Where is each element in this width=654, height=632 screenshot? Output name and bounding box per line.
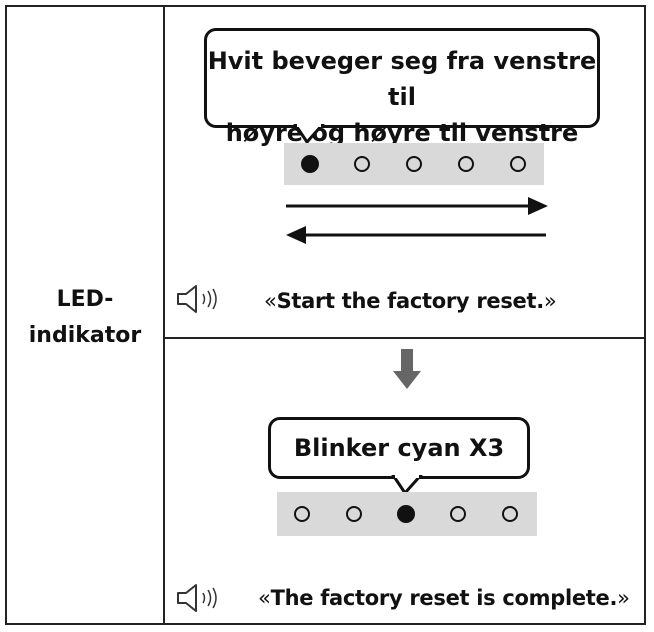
- step2-voice-prompt: «The factory reset is complete.»: [258, 586, 630, 610]
- quote-open: «: [264, 289, 277, 313]
- step2-voice-text: The factory reset is complete.: [270, 586, 618, 610]
- led-off: [502, 506, 518, 522]
- arrow-left-icon: [286, 226, 546, 244]
- table-frame: [5, 5, 646, 625]
- arrow-right-icon: [286, 197, 548, 215]
- arrow-down-icon: [393, 349, 421, 389]
- step2-bubble-tail: [391, 475, 423, 495]
- led-off: [510, 156, 526, 172]
- step1-bubble-tail: [293, 124, 325, 144]
- row-divider: [163, 337, 646, 339]
- led-off: [450, 506, 466, 522]
- left-right-arrows: [286, 197, 548, 244]
- step1-voice-prompt: «Start the factory reset.»: [264, 289, 557, 313]
- step1-speech-bubble: Hvit beveger seg fra venstre til høyre o…: [204, 28, 600, 147]
- step1-bubble-line-1: Hvit beveger seg fra venstre til: [207, 47, 597, 111]
- quote-close: »: [543, 289, 557, 313]
- led-off: [354, 156, 370, 172]
- speaker-sound-icon: [177, 285, 217, 313]
- led-lit: [301, 155, 319, 173]
- step1-bubble-line-2: høyre og høyre til venstre: [225, 119, 579, 147]
- led-off: [458, 156, 474, 172]
- step1-voice-text: Start the factory reset.: [276, 289, 545, 313]
- step2-bubble-text: Blinker cyan X3: [293, 434, 505, 462]
- step2-speech-bubble: Blinker cyan X3: [268, 417, 530, 479]
- row-label-line-1: LED-: [56, 287, 114, 312]
- row-label-line-2: indikator: [28, 323, 142, 348]
- led-off: [346, 506, 362, 522]
- led-off: [406, 156, 422, 172]
- led-off: [294, 506, 310, 522]
- led-lit: [397, 505, 415, 523]
- quote-open: «: [258, 586, 271, 610]
- column-divider: [163, 5, 165, 625]
- quote-close: »: [617, 586, 630, 610]
- speaker-sound-icon: [177, 584, 217, 612]
